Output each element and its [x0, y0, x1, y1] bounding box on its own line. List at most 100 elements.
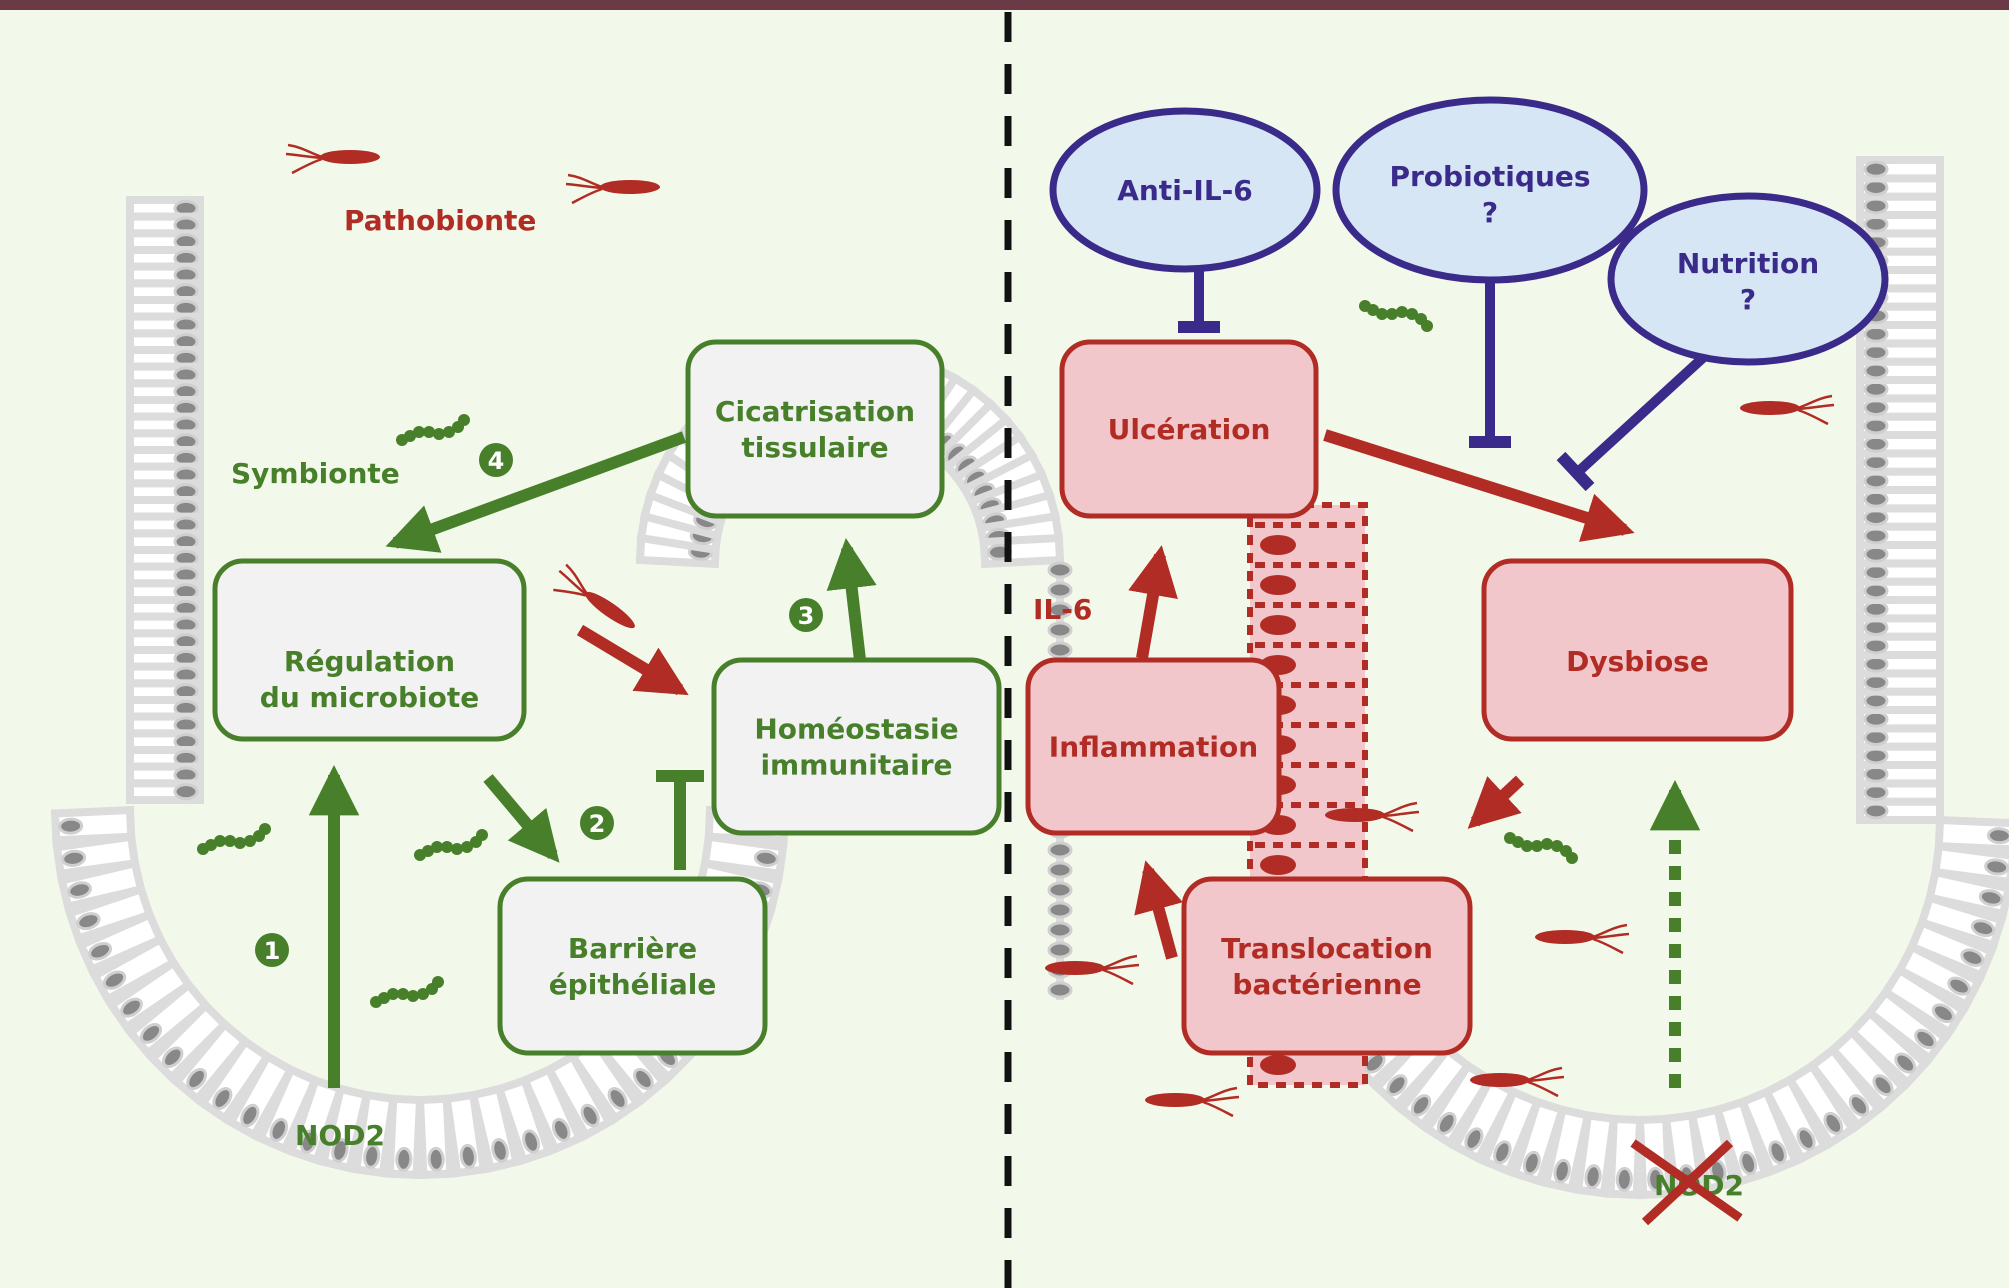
cell-nucleus — [1863, 619, 1889, 636]
therapy-label: Nutrition — [1677, 247, 1819, 280]
inflamed-nucleus — [1260, 575, 1296, 595]
cell-nucleus — [580, 1103, 600, 1128]
left-arrows — [308, 431, 1701, 1088]
cell-nucleus — [1863, 454, 1889, 471]
il6-label: IL-6 — [1033, 593, 1092, 626]
arrow-regulation-to-barriere — [483, 774, 560, 863]
cell-nucleus — [1970, 919, 1996, 938]
cell-nucleus — [395, 1146, 413, 1172]
cell-nucleus — [1647, 1166, 1665, 1192]
cell-nucleus — [139, 1023, 163, 1044]
cell-nucleus — [1863, 527, 1889, 545]
box-dysbiose[interactable]: Dysbiose — [1481, 558, 1794, 742]
cell-nucleus — [1863, 179, 1889, 196]
cell-nucleus — [162, 1046, 184, 1068]
cell-nucleus — [753, 849, 779, 867]
cell-nucleus — [61, 849, 87, 867]
cell-nucleus — [459, 1143, 477, 1169]
therapy-question: ? — [1482, 196, 1498, 229]
therapy-inhibitions — [1178, 265, 1722, 492]
svg-text:2: 2 — [589, 810, 606, 838]
cell-nucleus — [120, 997, 143, 1018]
cell-nucleus — [1863, 362, 1889, 380]
therapy-anti-il6[interactable]: Anti-IL-6 — [1049, 107, 1321, 273]
cell-nucleus — [1863, 637, 1889, 655]
cell-nucleus — [331, 1138, 349, 1163]
cell-nucleus — [102, 970, 127, 990]
box-label: Translocation — [1221, 932, 1433, 965]
therapy-label: Anti-IL-6 — [1117, 174, 1253, 207]
cell-nucleus — [67, 881, 92, 899]
inflamed-nucleus — [1260, 615, 1296, 635]
cell-nucleus — [1863, 344, 1889, 361]
cell-nucleus — [1863, 490, 1889, 508]
cell-nucleus — [1863, 674, 1889, 691]
cell-nucleus — [633, 1067, 654, 1091]
box-label: Dysbiose — [1566, 645, 1709, 678]
inflamed-nucleus — [1260, 535, 1296, 555]
pathobiont-icon — [1143, 1086, 1241, 1118]
box-ulceration[interactable]: Ulcération — [1059, 339, 1319, 519]
step-badge-2: 2 — [580, 806, 614, 840]
cell-nucleus — [1914, 1028, 1937, 1050]
cell-nucleus — [1863, 215, 1889, 233]
cell-nucleus — [1863, 417, 1889, 435]
arrow-dysbiose-to-translocation — [1467, 775, 1525, 829]
cell-nucleus — [1739, 1150, 1758, 1176]
cell-nucleus — [363, 1143, 381, 1169]
cell-nucleus — [1047, 641, 1073, 659]
cell-nucleus — [1848, 1094, 1870, 1117]
cell-nucleus — [1978, 889, 2004, 907]
cell-nucleus — [1363, 1052, 1386, 1074]
symbiont-icon — [1359, 300, 1433, 332]
cell-nucleus — [1493, 1140, 1512, 1165]
box-label: Régulation — [284, 645, 455, 678]
cell-nucleus — [76, 912, 101, 931]
svg-text:4: 4 — [488, 447, 505, 475]
cell-nucleus — [1863, 564, 1889, 581]
box-label: Barrière — [568, 932, 697, 965]
arrow-homeostasie-to-cicatrisation — [826, 537, 877, 661]
arrow-inflammation-to-ulceration — [1128, 545, 1178, 660]
cell-nucleus — [607, 1087, 628, 1110]
cell-nucleus — [1863, 380, 1889, 398]
red-arrows — [576, 429, 1635, 960]
cell-nucleus — [1047, 881, 1073, 899]
pathobiont-label: Pathobionte — [344, 204, 536, 237]
cell-nucleus — [1863, 747, 1889, 765]
cell-nucleus — [1047, 941, 1073, 959]
cell-nucleus — [1047, 601, 1073, 619]
cell-nucleus — [1796, 1127, 1816, 1151]
cell-nucleus — [1047, 901, 1073, 919]
cell-nucleus — [88, 941, 113, 961]
nod2-label: NOD2 — [295, 1119, 385, 1152]
cell-nucleus — [1960, 948, 1985, 967]
pathobiont-icon — [564, 173, 662, 205]
cell-nucleus — [1863, 472, 1889, 490]
box-inflammation[interactable]: Inflammation — [1025, 657, 1282, 836]
step-badge-4: 4 — [479, 443, 513, 477]
therapy-nutrition[interactable]: Nutrition ? — [1607, 192, 1889, 366]
cell-nucleus — [1863, 765, 1889, 783]
cell-nucleus — [1464, 1127, 1484, 1151]
symbiont-label: Symbionte — [231, 457, 400, 490]
cell-nucleus — [551, 1117, 571, 1142]
therapy-probiotiques[interactable]: Probiotiques ? — [1332, 96, 1648, 284]
cell-nucleus — [1863, 600, 1889, 618]
pathobiont-icon — [547, 562, 643, 642]
arrow-pathobiont-to-homeostasie — [576, 624, 689, 696]
top-bar — [0, 0, 2009, 10]
inflamed-nucleus — [1260, 855, 1296, 875]
cell-nucleus — [1931, 1003, 1955, 1024]
box-label: Homéostasie — [754, 713, 958, 746]
symbiont-icon — [396, 414, 470, 446]
cell-nucleus — [1863, 655, 1889, 673]
cell-nucleus — [1823, 1111, 1844, 1135]
arrow-ulceration-to-dysbiose — [1323, 429, 1635, 542]
pathobiont-icon — [1533, 923, 1631, 955]
